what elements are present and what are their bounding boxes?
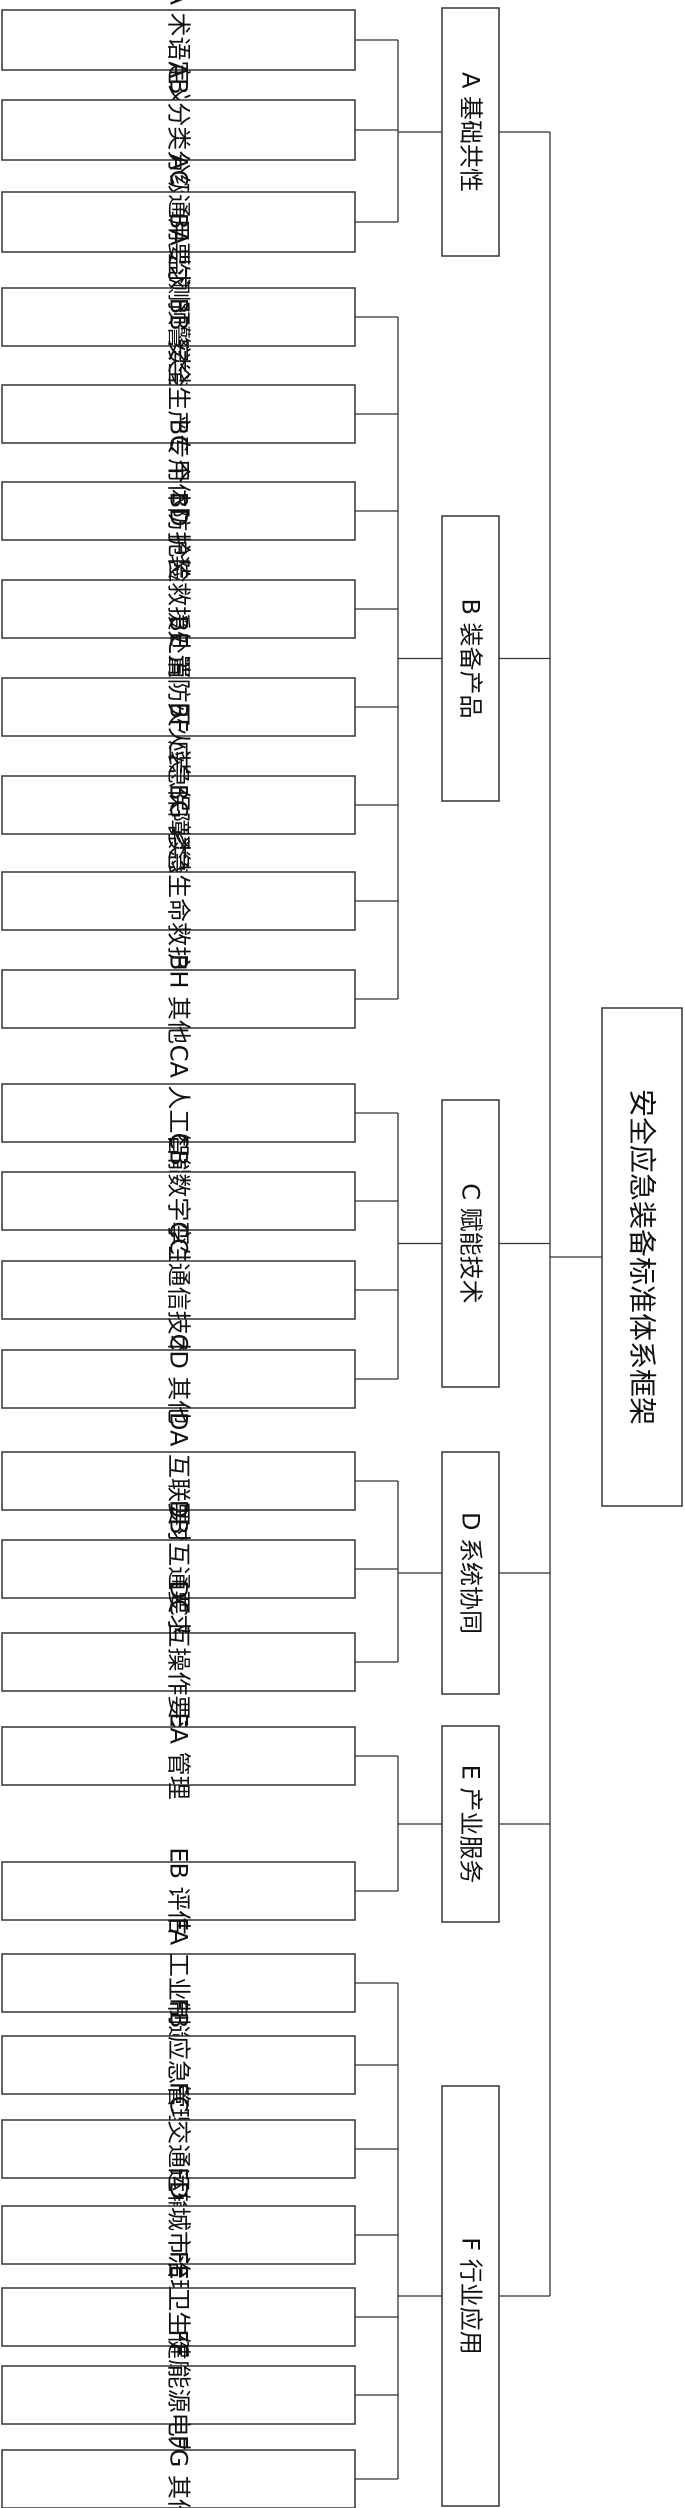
- leaf-bh: BH 其他: [1, 954, 356, 1044]
- leaf-bg-box: [1, 871, 356, 931]
- leaf-cb-label: CB 数字孪生: [165, 1133, 193, 1270]
- leaf-cc-box: [1, 1260, 356, 1320]
- category-a-label: A 基础共性: [457, 72, 485, 192]
- leaf-fa: FA 工业制造: [1, 1917, 356, 2049]
- category-e-box: [441, 1725, 500, 1923]
- leaf-fc: FC 交通运输: [1, 2082, 356, 2216]
- leaf-ab-label: AB 分类分级: [165, 62, 193, 199]
- category-f: F 行业应用: [441, 2085, 500, 2507]
- leaf-cd-box: [1, 1349, 356, 1409]
- leaf-eb-label: EB 评估: [165, 1847, 193, 1934]
- leaf-bf-box: [1, 775, 356, 835]
- root-node: 安全应急装备标准体系框架: [601, 1007, 683, 1507]
- leaf-cb-box: [1, 1171, 356, 1231]
- leaf-ca-box: [1, 1083, 356, 1143]
- leaf-ea-label: EA 管理: [165, 1712, 193, 1799]
- leaf-ea-box: [1, 1726, 356, 1786]
- leaf-fg-box: [1, 2449, 356, 2508]
- leaf-ba-box: [1, 287, 356, 347]
- leaf-ff-label: FF 能源电力: [165, 2329, 193, 2460]
- leaf-eb-box: [1, 1861, 356, 1921]
- leaf-fc-label: FC 交通运输: [165, 2082, 193, 2216]
- leaf-bg: BG 紧急生命救护装备: [1, 784, 356, 1018]
- connector-lines: [355, 39, 602, 2480]
- leaf-dc: DC 互操作要求: [1, 1581, 356, 1744]
- leaf-fg: FG 其他: [1, 2435, 356, 2508]
- category-c-box: [441, 1099, 500, 1388]
- leaf-da-box: [1, 1451, 356, 1511]
- leaf-ba: BA 监测预警类装备: [1, 213, 356, 421]
- leaf-ea: EA 管理: [1, 1712, 356, 1800]
- leaf-fd-box: [1, 2205, 356, 2265]
- leaf-bc-label: BC 个体防护装备: [165, 419, 193, 603]
- leaf-fb: FB 应急管理: [1, 1998, 356, 2132]
- leaf-cb: CB 数字孪生: [1, 1133, 356, 1270]
- leaf-cd: CD 其他: [1, 1334, 356, 1425]
- leaf-ac-box: [1, 191, 356, 253]
- leaf-be-label: BE 消防灭火装备: [165, 615, 193, 798]
- leaf-ff-box: [1, 2365, 356, 2425]
- leaf-fb-label: FB 应急管理: [165, 1998, 193, 2132]
- leaf-ac: AC 通用要求: [1, 154, 356, 290]
- category-f-label: F 行业应用: [457, 2237, 485, 2354]
- root-node-box: [601, 1007, 683, 1507]
- leaf-ac-label: AC 通用要求: [165, 154, 193, 290]
- leaf-ca: CA 人工智能: [1, 1045, 356, 1182]
- leaf-bc-box: [1, 481, 356, 541]
- category-d-box: [441, 1451, 500, 1695]
- leaf-eb: EB 评估: [1, 1847, 356, 1935]
- leaf-fe-label: FE 卫生健康: [165, 2251, 193, 2384]
- leaf-ff: FF 能源电力: [1, 2329, 356, 2461]
- leaf-bd: BD 抢险救援处置装备: [1, 492, 356, 726]
- category-a: A 基础共性: [441, 7, 500, 257]
- leaf-dc-box: [1, 1632, 356, 1692]
- leaf-fb-box: [1, 2035, 356, 2095]
- category-b: B 装备产品: [441, 515, 500, 802]
- leaf-fg-label: FG 其他: [165, 2435, 193, 2508]
- leaf-aa-label: AA 术语定义: [165, 0, 193, 109]
- leaf-fc-box: [1, 2119, 356, 2179]
- leaf-bh-box: [1, 969, 356, 1029]
- leaf-cc-label: CC 通信技术: [165, 1221, 193, 1358]
- leaf-bc: BC 个体防护装备: [1, 419, 356, 603]
- leaf-bb-box: [1, 384, 356, 444]
- leaf-aa-box: [1, 9, 356, 71]
- category-d: D 系统协同: [441, 1451, 500, 1695]
- category-c: C 赋能技术: [441, 1099, 500, 1388]
- leaf-fd: FD 城市治理: [1, 2167, 356, 2303]
- leaf-fd-label: FD 城市治理: [165, 2167, 193, 2303]
- leaf-bh-label: BH 其他: [165, 954, 193, 1044]
- leaf-be-box: [1, 677, 356, 737]
- category-c-label: C 赋能技术: [457, 1183, 485, 1303]
- leaf-bd-box: [1, 579, 356, 639]
- category-f-box: [441, 2085, 500, 2507]
- category-a-box: [441, 7, 500, 257]
- leaf-fe-box: [1, 2287, 356, 2347]
- leaf-fa-box: [1, 1953, 356, 2013]
- leaf-cd-label: CD 其他: [165, 1334, 193, 1425]
- leaf-ab: AB 分类分级: [1, 62, 356, 199]
- leaf-da: DA 互联要求: [1, 1412, 356, 1550]
- category-b-label: B 装备产品: [457, 598, 485, 718]
- category-e: E 产业服务: [441, 1725, 500, 1923]
- leaf-da-label: DA 互联要求: [165, 1412, 193, 1550]
- leaf-ab-box: [1, 99, 356, 161]
- category-d-label: D 系统协同: [457, 1512, 485, 1634]
- leaf-be: BE 消防灭火装备: [1, 615, 356, 799]
- leaf-db-label: DB 互通要求: [165, 1500, 193, 1639]
- leaf-fe: FE 卫生健康: [1, 2251, 356, 2384]
- leaf-db-box: [1, 1539, 356, 1599]
- leaf-aa: AA 术语定义: [1, 0, 356, 109]
- category-b-box: [441, 515, 500, 802]
- leaf-bf: BF 应急保障类装备: [1, 702, 356, 908]
- leaf-db: DB 互通要求: [1, 1500, 356, 1639]
- category-e-label: E 产业服务: [457, 1765, 485, 1884]
- leaf-fa-label: FA 工业制造: [165, 1917, 193, 2049]
- leaf-dc-label: DC 互操作要求: [165, 1581, 193, 1744]
- leaf-cc: CC 通信技术: [1, 1221, 356, 1359]
- root-node-label: 安全应急装备标准体系框架: [626, 1089, 659, 1425]
- leaf-ca-label: CA 人工智能: [165, 1045, 193, 1182]
